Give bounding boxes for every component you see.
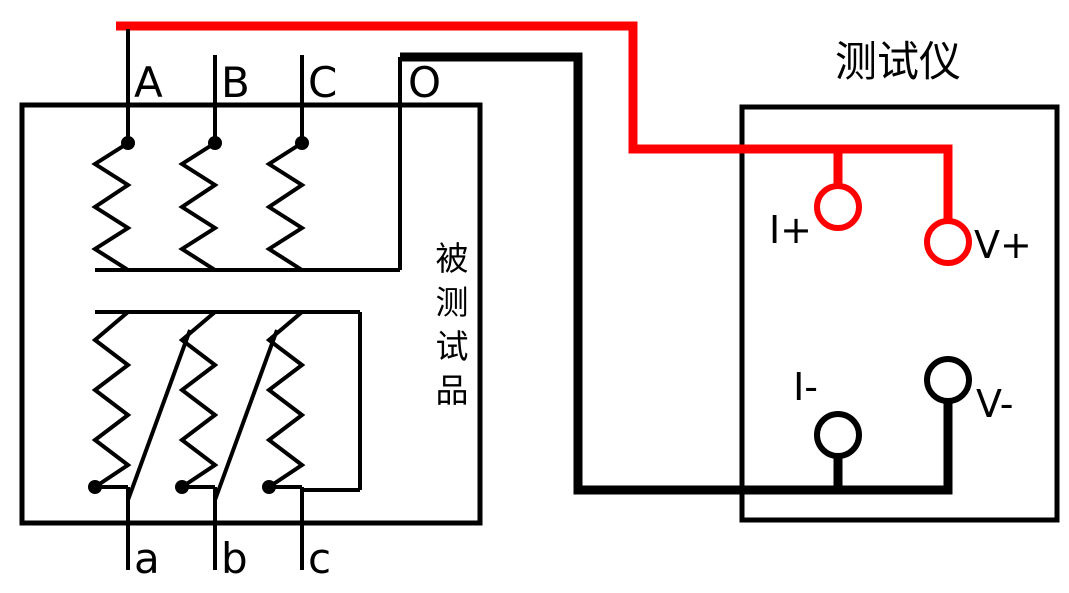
- label-I-plus: I+: [769, 208, 812, 252]
- primary-winding-A: [91, 141, 132, 272]
- label-terminal-C: C: [308, 58, 337, 107]
- label-V-plus: V+: [974, 223, 1032, 267]
- label-I-minus: I-: [793, 365, 818, 409]
- tester-title: 测试仪: [835, 37, 961, 86]
- label-terminal-B: B: [221, 58, 250, 107]
- label-terminal-O: O: [408, 58, 441, 107]
- label-terminal-b: b: [221, 534, 248, 583]
- device-label-char-2: 测: [436, 283, 469, 322]
- polarity-dot-A: [121, 136, 135, 150]
- label-terminal-a: a: [134, 534, 160, 583]
- device-under-test-box: [19, 102, 483, 526]
- device-label-char-4: 品: [436, 371, 469, 410]
- device-label-char-1: 被: [436, 239, 469, 278]
- tester-box: [739, 104, 1060, 523]
- primary-winding-C: [265, 141, 306, 272]
- polarity-dot-C: [295, 136, 309, 150]
- terminal-V-minus: [924, 356, 972, 404]
- terminal-I-plus: [814, 183, 862, 231]
- positive-wire: [116, 21, 953, 221]
- delta-link-b-c: [213, 329, 279, 501]
- negative-wire: [400, 52, 953, 495]
- terminal-I-minus: [814, 411, 862, 459]
- secondary-winding-b: [178, 310, 219, 489]
- primary-winding-B: [178, 141, 219, 272]
- label-terminal-c: c: [308, 534, 331, 583]
- label-V-minus: V-: [976, 382, 1013, 426]
- secondary-winding-c: [265, 310, 306, 489]
- secondary-winding-a: [91, 310, 132, 489]
- terminal-V-plus: [924, 218, 972, 266]
- polarity-dot-B: [208, 136, 222, 150]
- device-label-char-3: 试: [436, 327, 469, 366]
- delta-link-a-b: [126, 329, 192, 501]
- label-terminal-A: A: [134, 58, 163, 107]
